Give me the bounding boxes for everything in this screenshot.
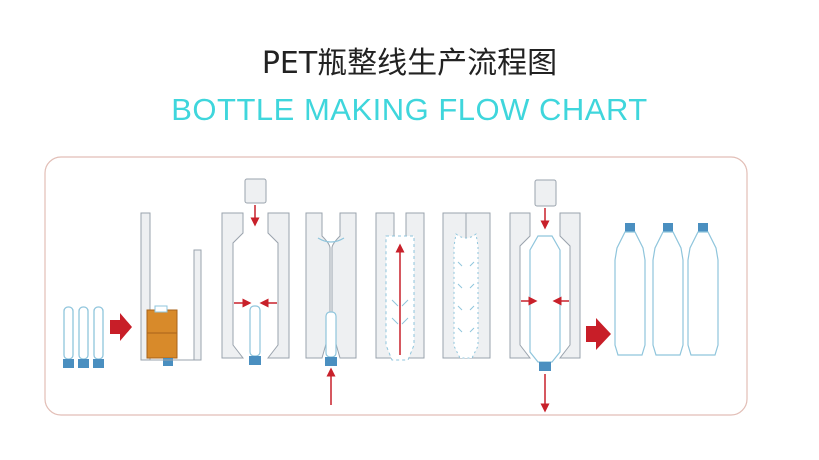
stage-stretching — [375, 212, 425, 361]
heater-block — [146, 309, 178, 359]
stage-heating — [140, 212, 202, 366]
preform — [63, 306, 74, 368]
stage-preforms — [63, 306, 104, 368]
title-english: BOTTLE MAKING FLOW CHART — [171, 92, 648, 127]
preform — [78, 306, 89, 368]
title-chinese: PET瓶整线生产流程图 — [261, 46, 558, 81]
finished-bottle — [652, 223, 684, 356]
flow-arrow-icon — [586, 318, 611, 350]
flow-arrow-icon — [110, 313, 132, 341]
preform — [93, 306, 104, 368]
stage-finished-bottles — [614, 223, 719, 356]
stage-mold-closed — [305, 212, 357, 405]
finished-bottle — [614, 223, 646, 356]
stage-demolding — [509, 179, 581, 413]
stage-blowing — [442, 212, 491, 359]
stage-mold-loading — [221, 178, 290, 365]
finished-bottle — [687, 223, 719, 356]
